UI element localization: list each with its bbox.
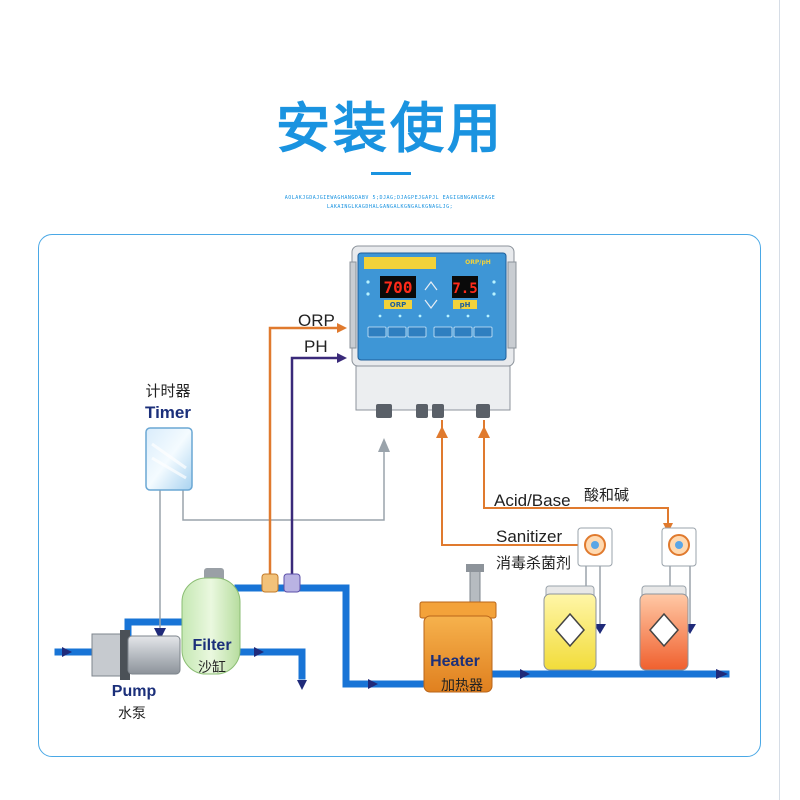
acid-base-label-cn: 酸和碱: [584, 486, 629, 504]
sanitizer-signal-line: [441, 420, 599, 550]
pump: [91, 630, 181, 680]
pipe-filter-drain: [236, 648, 306, 680]
subtitle-line-1: AOLAKJGDAJGIEWAGHANGDABV 5;DJAG;DJAGPEJG…: [284, 195, 496, 201]
control-wiring: [159, 448, 691, 630]
ph-tag: pH: [460, 301, 471, 309]
acid-base-tank: [639, 585, 689, 671]
sanitizer-tank: [543, 585, 597, 671]
sanitizer-dose-arrow: [594, 624, 606, 634]
orp-label: ORP: [298, 311, 335, 330]
orp-display: [380, 276, 416, 298]
acid-base-dosing-pump: [661, 527, 697, 567]
timer-label-cn: 计时器: [145, 382, 190, 400]
controller: ORP/pH 700 7.5 ORP pH: [349, 245, 517, 418]
timer-pump-arrow: [154, 628, 166, 640]
flow-arrow-outlet: [716, 669, 728, 679]
sanitizer-signal-source: [436, 426, 448, 438]
flow-arrow-heater-out: [520, 669, 530, 679]
cable-glands: [376, 404, 490, 418]
sensor-fittings: [261, 573, 301, 593]
heater-label-en: Heater: [430, 653, 480, 670]
hazard-diamond-icon: [649, 612, 679, 648]
pipe-filter-to-heater: [234, 584, 424, 688]
arrow-down-icon[interactable]: [424, 299, 438, 309]
diagram-frame: [38, 234, 761, 757]
orp-tag: ORP: [390, 301, 406, 309]
ph-label: PH: [304, 337, 328, 356]
timer-signal-arrow: [378, 438, 390, 452]
orp-signal-line: [268, 323, 347, 582]
filter-label-cn: 沙缸: [198, 659, 226, 676]
heater-label-cn: 加热器: [441, 678, 483, 694]
timer-glare: [151, 442, 187, 480]
orp-display-value: 700: [384, 278, 413, 297]
flow-arrow-drain: [254, 647, 264, 657]
page-title: 安装使用: [276, 97, 504, 160]
flow-arrow-inlet: [62, 647, 72, 657]
sand-filter: [181, 568, 241, 675]
ph-signal-line: [290, 353, 347, 582]
acid-base-signal-line: [483, 420, 673, 533]
subtitle-line-2: LAKAINGLKAGDHALGANGALKGNGALKGNAGLJG;: [326, 204, 454, 210]
flow-arrow-drain-down: [297, 680, 307, 690]
controller-header-tag: ORP/pH: [465, 259, 491, 266]
sanitizer-label-cn: 消毒杀菌剂: [496, 554, 571, 572]
timer-to-controller-line: [182, 448, 385, 521]
pump-label-cn: 水泵: [118, 706, 146, 722]
acid-base-label-en: Acid/Base: [494, 491, 571, 510]
page-right-rule: [779, 0, 780, 800]
controller-junction-box: [355, 365, 511, 411]
status-leds: [366, 280, 496, 318]
timer-label-en: Timer: [145, 403, 191, 422]
pump-label-en: Pump: [112, 683, 157, 700]
title-underline: [371, 172, 411, 175]
ph-display-value: 7.5: [452, 281, 477, 297]
acid-signal-source: [478, 426, 490, 438]
arrow-up-icon[interactable]: [424, 281, 438, 291]
sanitizer-label-en: Sanitizer: [496, 527, 562, 546]
sanitizer-dosing-pump: [577, 527, 613, 567]
heater: [419, 564, 497, 693]
flow-arrow-heater-in: [368, 679, 378, 689]
controller-header-strip: [364, 257, 436, 269]
hazard-diamond-icon: [555, 612, 585, 648]
controller-keypad[interactable]: [367, 326, 493, 338]
filter-label-en: Filter: [192, 637, 231, 654]
ph-display: [452, 276, 478, 298]
